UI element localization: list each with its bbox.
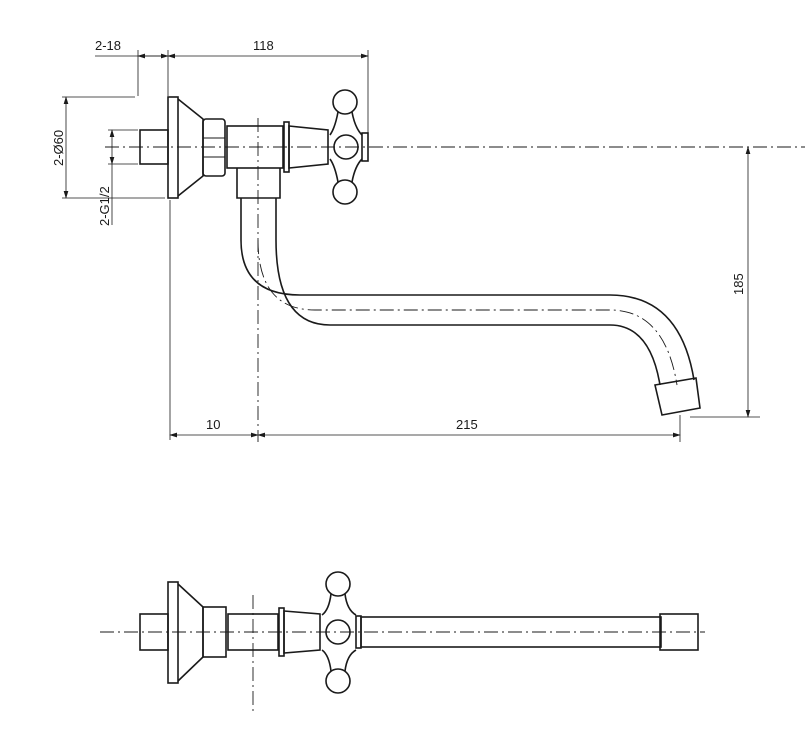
dim-body-length: 118 — [253, 38, 274, 53]
handle-hub — [333, 134, 359, 160]
valve-body — [227, 613, 279, 651]
handle-knob-bottom — [325, 668, 351, 694]
dim-thread-length: 2-18 — [95, 38, 121, 53]
spout-centerline — [257, 239, 678, 386]
cross-handle — [321, 571, 362, 694]
hex-nut — [202, 606, 227, 658]
handle-knob-bottom — [332, 179, 358, 205]
aerator-nozzle — [659, 613, 699, 651]
flange-cone — [177, 583, 204, 682]
aerator-nozzle — [654, 377, 701, 416]
handle-knob-top — [325, 571, 351, 597]
bonnet — [288, 125, 329, 169]
spout-pipe — [360, 616, 662, 648]
bonnet — [283, 610, 321, 654]
handle-hub — [325, 619, 351, 645]
dim-offset: 10 — [206, 417, 220, 432]
handle-arms — [329, 111, 363, 183]
wall-flange — [167, 581, 179, 684]
side-view — [105, 89, 805, 442]
hex-nut — [202, 118, 226, 177]
spout-inner — [275, 198, 661, 386]
handle-knob-top — [332, 89, 358, 115]
dimensions: 2-18 118 2-Ø60 2-G1/2 10 215 185 — [51, 38, 760, 442]
dim-spout-reach: 215 — [456, 417, 478, 432]
top-view — [100, 571, 705, 715]
dim-thread-size: 2-G1/2 — [97, 186, 112, 226]
dim-flange-diameter: 2-Ø60 — [51, 130, 66, 166]
wall-flange — [167, 96, 179, 199]
handle-arms — [321, 593, 357, 672]
handle-cap — [361, 132, 369, 162]
flange-cone — [177, 98, 204, 197]
valve-body — [226, 125, 284, 169]
cross-handle — [329, 89, 369, 205]
dim-spout-height: 185 — [731, 273, 746, 295]
spout-connector — [236, 168, 281, 199]
spout-outer — [240, 198, 695, 381]
